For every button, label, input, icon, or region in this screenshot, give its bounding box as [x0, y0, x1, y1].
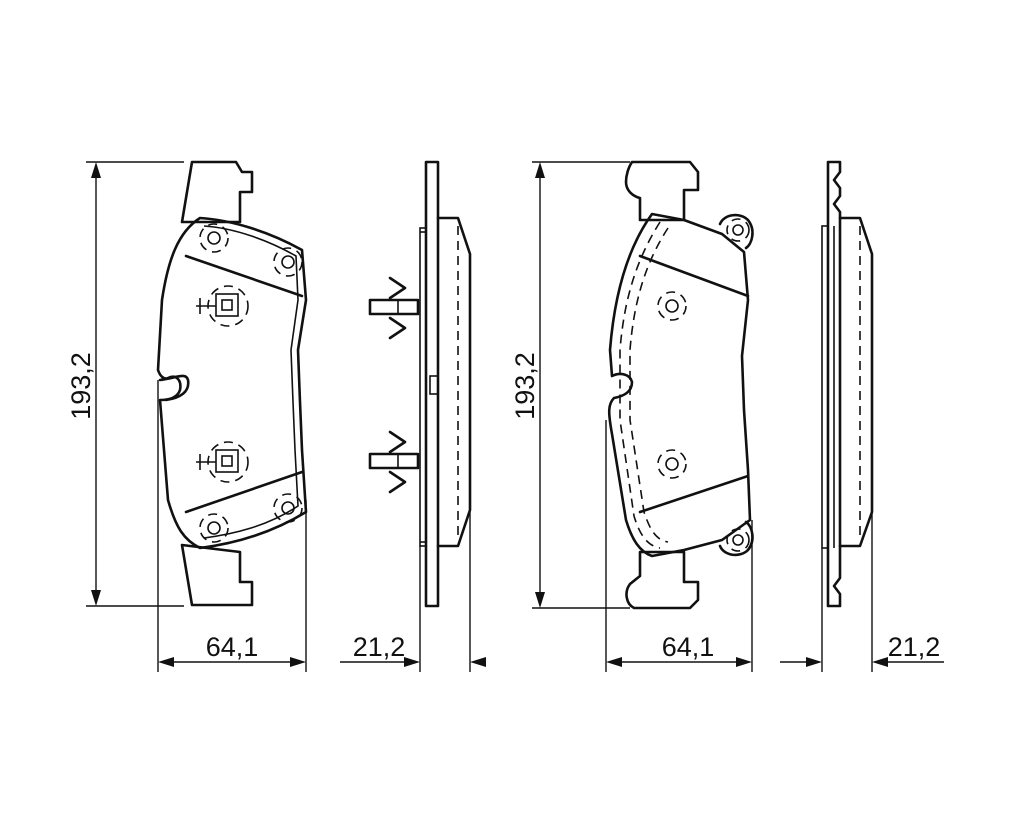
- width-label-right: 64,1: [662, 632, 715, 662]
- height-label-right: 193,2: [510, 352, 540, 420]
- left-pad-side-view: [368, 160, 472, 608]
- width-label-left: 64,1: [206, 632, 259, 662]
- dimension-labels: 193,2 64,1 21,2 193,2 64,1 21,2: [66, 352, 940, 662]
- right-pad-front-view: [607, 160, 754, 610]
- dimension-lines: [86, 161, 944, 672]
- thickness-label-left: 21,2: [353, 632, 406, 662]
- height-label-left: 193,2: [66, 352, 96, 420]
- left-pad-clips: [196, 285, 249, 483]
- right-pad-holes: [657, 218, 750, 552]
- thickness-label-right: 21,2: [888, 632, 941, 662]
- left-pad-holes: [199, 223, 303, 543]
- left-pad-side-clips: [368, 276, 420, 494]
- left-pad-front-view: [156, 160, 308, 607]
- right-pad-side-view: [821, 160, 874, 608]
